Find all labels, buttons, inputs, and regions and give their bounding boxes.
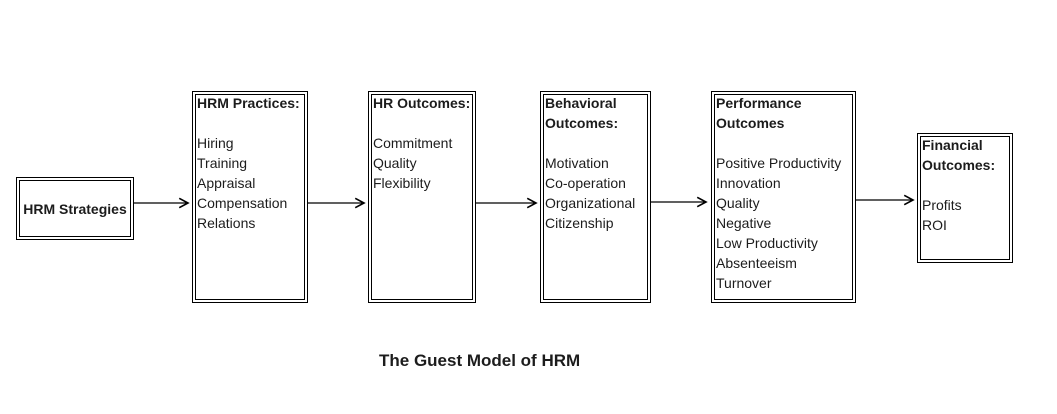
box-hrm-strategies: HRM Strategies [16, 177, 134, 240]
list-item: Absenteeism [716, 255, 797, 271]
box-title: Financial Outcomes: [922, 137, 996, 173]
list-item: Relations [197, 215, 256, 231]
list-item: Hiring [197, 135, 234, 151]
list-item: Citizenship [545, 215, 614, 231]
list-item: ROI [922, 217, 947, 233]
list-item: Profits [922, 197, 962, 213]
list-item: Positive Productivity [716, 155, 842, 171]
list-item: Training [197, 155, 248, 171]
list-item: Low Productivity [716, 235, 818, 251]
box-title: HRM Practices: [197, 95, 300, 111]
box-title: HR Outcomes: [373, 95, 471, 111]
list-item: Innovation [716, 175, 781, 191]
list-item: Negative [716, 215, 772, 231]
list-item: Commitment [373, 135, 453, 151]
list-item: Turnover [716, 275, 772, 291]
list-item: Organizational [545, 195, 636, 211]
box-title: HRM Strategies [23, 200, 127, 217]
list-item: Quality [373, 155, 417, 171]
list-item: Compensation [197, 195, 288, 211]
box-performance-outcomes: Performance Outcomes Positive Productivi… [711, 91, 856, 303]
list-item: Flexibility [373, 175, 431, 191]
list-item: Quality [716, 195, 760, 211]
box-title: Performance Outcomes [716, 95, 802, 131]
list-item: Co-operation [545, 175, 626, 191]
box-title: Behavioral Outcomes: [545, 95, 619, 131]
list-item: Motivation [545, 155, 609, 171]
list-item: Appraisal [197, 175, 256, 191]
diagram-title: The Guest Model of HRM [379, 351, 581, 370]
